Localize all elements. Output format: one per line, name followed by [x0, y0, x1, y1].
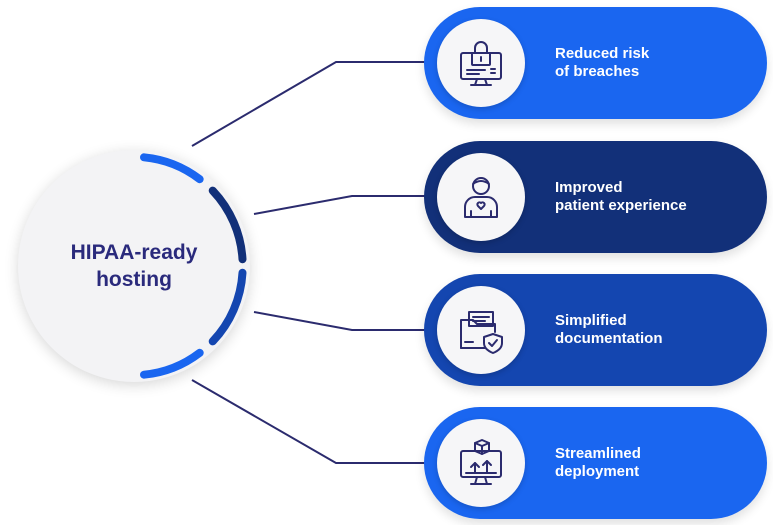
connector-line-1 [191, 61, 430, 147]
ring-segment-4 [140, 348, 204, 379]
ring-segment-2 [208, 186, 247, 264]
hub-title: HIPAA-ready hosting [70, 241, 198, 291]
connector-line-4 [191, 379, 430, 464]
lock-monitor-icon [460, 41, 502, 86]
ring-segment-3 [208, 268, 247, 346]
ring-segment-1 [140, 153, 204, 184]
patient-icon [464, 177, 498, 218]
connector-line-3 [253, 311, 430, 331]
benefit-label-4: Streamlined deployment [555, 445, 641, 480]
benefit-pill-1: Reduced risk of breaches [424, 7, 767, 119]
benefit-label-3: Simplified documentation [555, 312, 663, 347]
benefit-label-2: Improved patient experience [555, 179, 687, 214]
benefit-label-1: Reduced risk of breaches [555, 45, 650, 80]
benefit-pill-2: Improved patient experience [424, 141, 767, 253]
benefit-icon-circle-3 [437, 286, 525, 374]
benefit-icon-circle-1 [437, 19, 525, 107]
folder-shield-icon [460, 311, 503, 354]
benefit-icon-circle-2 [437, 153, 525, 241]
deployment-monitor-icon [460, 439, 502, 485]
connector-line-2 [253, 195, 430, 215]
benefit-pill-3: Simplified documentation [424, 274, 767, 386]
benefit-pill-4: Streamlined deployment [424, 407, 767, 519]
benefit-icon-circle-4 [437, 419, 525, 507]
hub-circle: HIPAA-ready hosting [18, 150, 250, 382]
hub-progress-ring [140, 153, 247, 379]
